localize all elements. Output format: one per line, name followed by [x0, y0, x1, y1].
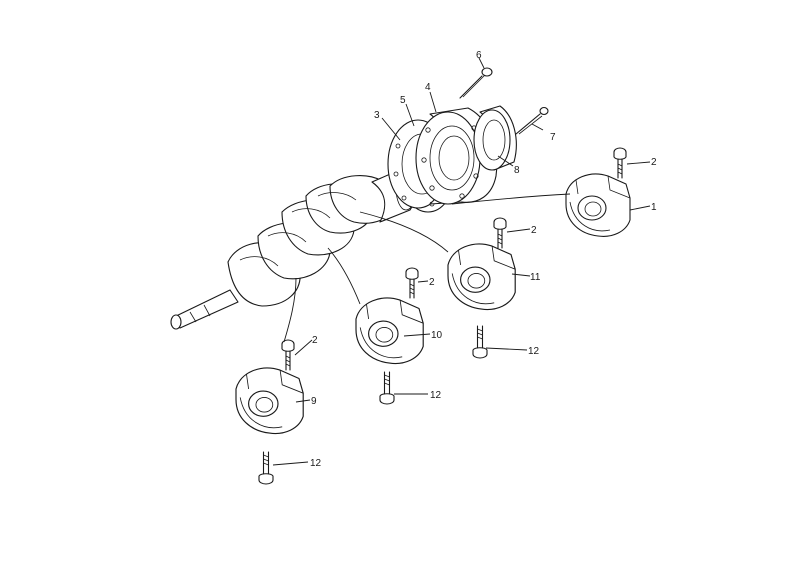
callout-4: 4 — [425, 82, 431, 93]
callout-2-cap10: 2 — [429, 277, 435, 288]
cap-bolt-top-1 — [613, 147, 627, 179]
screw-6 — [459, 67, 493, 99]
callout-6: 6 — [476, 50, 482, 61]
cap-bolt-bottom-11 — [472, 325, 488, 359]
callout-7: 7 — [550, 132, 556, 143]
callout-2-cap11: 2 — [531, 225, 537, 236]
assembly-lines — [283, 193, 571, 343]
callout-1: 1 — [651, 202, 657, 213]
callout-12-cap11: 12 — [528, 346, 540, 357]
callout-3: 3 — [374, 110, 380, 121]
bearing-cap-9 — [235, 367, 304, 435]
callout-12-cap10: 12 — [430, 390, 442, 401]
callout-5: 5 — [400, 95, 406, 106]
callout-12-cap9: 12 — [310, 458, 322, 469]
callout-9: 9 — [311, 396, 317, 407]
callout-11: 11 — [530, 272, 541, 283]
screw-7 — [515, 106, 549, 135]
callout-8: 8 — [514, 165, 520, 176]
callout-labels: 1 2 2 2 2 3 4 5 6 7 8 9 10 11 12 12 12 1… — [310, 50, 657, 469]
callout-2-cap1: 2 — [651, 157, 657, 168]
cap-bolt-bottom-10 — [379, 371, 395, 405]
bearing-cap-10 — [355, 297, 424, 365]
cap-bolt-top-9 — [281, 339, 295, 371]
callout-10: 10 — [431, 330, 443, 341]
bearing-cap-1 — [565, 173, 631, 237]
bearing-cap-11 — [447, 243, 516, 311]
cap-bolt-top-11 — [493, 217, 507, 249]
callout-leaders — [272, 57, 651, 466]
cap-bolt-top-10 — [405, 267, 419, 299]
oil-seal — [473, 105, 517, 171]
cap-bolt-bottom-9 — [258, 451, 274, 485]
callout-2-cap9: 2 — [312, 335, 318, 346]
